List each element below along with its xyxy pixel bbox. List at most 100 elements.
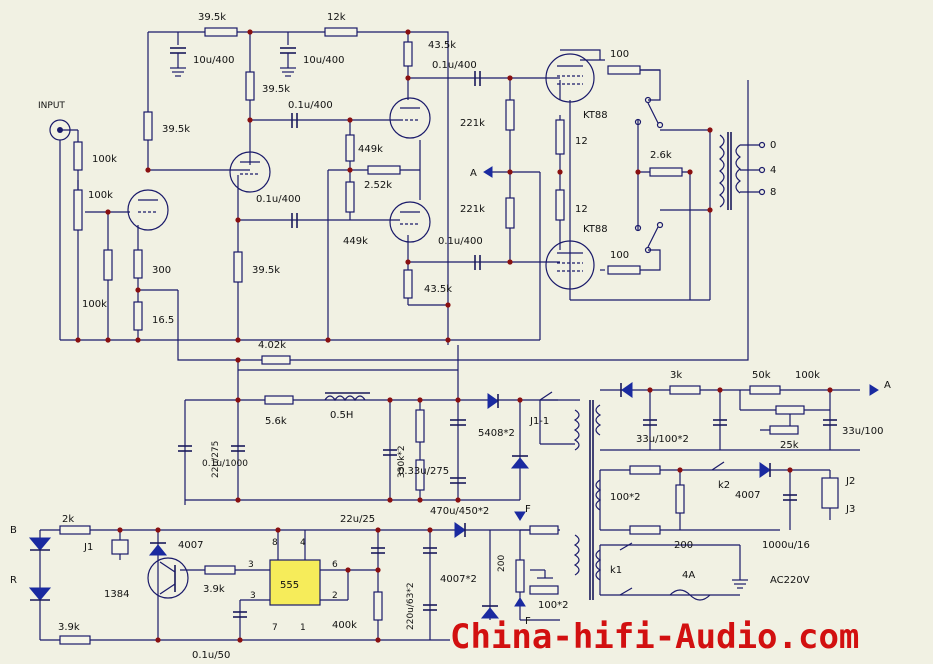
label-c-01u400-top: 0.1u/400 (432, 60, 477, 71)
label-r-12-b: 12 (575, 204, 588, 215)
label-r-3k: 3k (670, 370, 682, 381)
label-pin6: 6 (332, 560, 338, 570)
amplifier-resistors (73, 27, 683, 365)
label-out-0: 0 (770, 140, 776, 151)
watermark-text: China-hifi-Audio.com (450, 617, 859, 657)
label-c-22u275: 22u/275 (211, 441, 221, 478)
ic-555-chip (269, 559, 321, 606)
label-r-25k: 25k (780, 440, 799, 451)
label-r-221k-a: 221k (460, 118, 485, 129)
label-r-39k5-top: 39.5k (198, 12, 226, 23)
switch-contacts (634, 96, 664, 254)
label-f-bot: F (525, 616, 531, 627)
label-c-1000u16: 1000u/16 (762, 540, 810, 551)
label-c-033u275: 0.33u/275 (398, 466, 449, 477)
label-d-5408: 5408*2 (478, 428, 515, 439)
label-pin3: 3 (248, 560, 254, 570)
timer-components (28, 511, 580, 645)
label-pin7: 7 (272, 623, 278, 633)
label-c-22u25: 22u/25 (340, 514, 375, 525)
label-c-01u400-bot: 0.1u/400 (438, 236, 483, 247)
label-r-100k-grid: 100k (82, 299, 107, 310)
label-r-16k5: 16.5 (152, 315, 174, 326)
label-pin8: 8 (272, 538, 278, 548)
label-node-a2: A (884, 380, 891, 391)
label-c-01u1000: 0.1u/1000 (202, 459, 248, 469)
label-r-100x2: 100*2 (610, 492, 640, 503)
label-r-3k9b: 3.9k (58, 622, 80, 633)
label-relay-j1b: J1 (83, 542, 93, 553)
label-c-10u400-b: 10u/400 (303, 55, 345, 66)
power-supply-wires (184, 345, 860, 596)
label-r-50k: 50k (752, 370, 771, 381)
label-r-221k-b: 221k (460, 204, 485, 215)
label-out-4: 4 (770, 165, 776, 176)
label-r-449k-a: 449k (358, 144, 383, 155)
amplifier-capacitors (170, 47, 481, 270)
label-pin4: 4 (300, 538, 306, 548)
label-c-33u100: 33u/100 (842, 426, 884, 437)
label-r-100-bot: 100 (610, 250, 629, 261)
label-t-1384: 1384 (104, 589, 129, 600)
label-ac220: AC220V (770, 575, 810, 586)
timer-wires (39, 529, 560, 641)
label-r-330k2: 330k*2 (397, 445, 407, 478)
label-r-39k5-left: 39.5k (162, 124, 190, 135)
label-d-4007: 4007 (178, 540, 203, 551)
label-c-470u450: 470u/450*2 (430, 506, 489, 517)
label-pin1: 1 (300, 623, 306, 633)
label-ic-555: 555 (280, 580, 299, 591)
label-r-449k-b: 449k (343, 236, 368, 247)
label-c-01u400-mid: 0.1u/400 (288, 100, 333, 111)
label-r-2k52: 2.52k (364, 180, 392, 191)
label-pin2: 2 (332, 591, 338, 601)
label-d-4007-r: 4007 (735, 490, 760, 501)
label-r-100k-pot: 100k (88, 190, 113, 201)
label-r-200b: 200 (497, 555, 507, 572)
label-pin3b: 3 (250, 591, 256, 601)
component-labels: INPUT 39.5k 12k 10u/400 10u/400 43.5k 0.… (10, 12, 891, 661)
label-r-200: 200 (674, 540, 693, 551)
label-node-a: A (470, 168, 477, 179)
label-r-5k6: 5.6k (265, 416, 287, 427)
label-c-01u400-lower: 0.1u/400 (256, 194, 301, 205)
label-r-2k6: 2.6k (650, 150, 672, 161)
label-r-39k5-bot: 39.5k (252, 265, 280, 276)
label-r-300: 300 (152, 265, 171, 276)
vacuum-tubes (127, 53, 595, 290)
label-r-100-top: 100 (610, 49, 629, 60)
label-led-b: B (10, 525, 17, 536)
label-c-10u400-a: 10u/400 (193, 55, 235, 66)
label-c-33u100x2: 33u/100*2 (636, 434, 689, 445)
label-c-01u50: 0.1u/50 (192, 650, 230, 661)
node-a-arrow (483, 166, 493, 178)
label-r-100k-ps: 100k (795, 370, 820, 381)
label-led-r: R (10, 575, 17, 586)
timer-junction-dots (117, 387, 833, 643)
power-supply-components (178, 382, 879, 601)
label-c-220u63: 220u/63*2 (406, 582, 416, 630)
label-r-12k: 12k (327, 12, 346, 23)
label-r-4k02: 4.02k (258, 340, 286, 351)
output-transformer (719, 132, 766, 210)
label-r-43k5-bot: 43.5k (424, 284, 452, 295)
label-tube-kt88-top: KT88 (583, 110, 608, 121)
label-r-100x2b: 100*2 (538, 600, 568, 611)
label-r-3k9a: 3.9k (203, 584, 225, 595)
input-jack (49, 119, 71, 141)
label-r-12-a: 12 (575, 136, 588, 147)
label-r-39k5-mid: 39.5k (262, 84, 290, 95)
label-j2: J2 (845, 476, 855, 487)
label-l-05h: 0.5H (330, 410, 353, 421)
label-r-100k-in: 100k (92, 154, 117, 165)
label-input: INPUT (38, 101, 65, 111)
label-out-8: 8 (770, 187, 776, 198)
label-r-43k5-top: 43.5k (428, 40, 456, 51)
label-tube-kt88-bot: KT88 (583, 224, 608, 235)
label-j3: J3 (845, 504, 855, 515)
label-fuse-4a: 4A (682, 570, 695, 581)
label-f-top: F (525, 504, 531, 515)
label-d-4007x2: 4007*2 (440, 574, 477, 585)
